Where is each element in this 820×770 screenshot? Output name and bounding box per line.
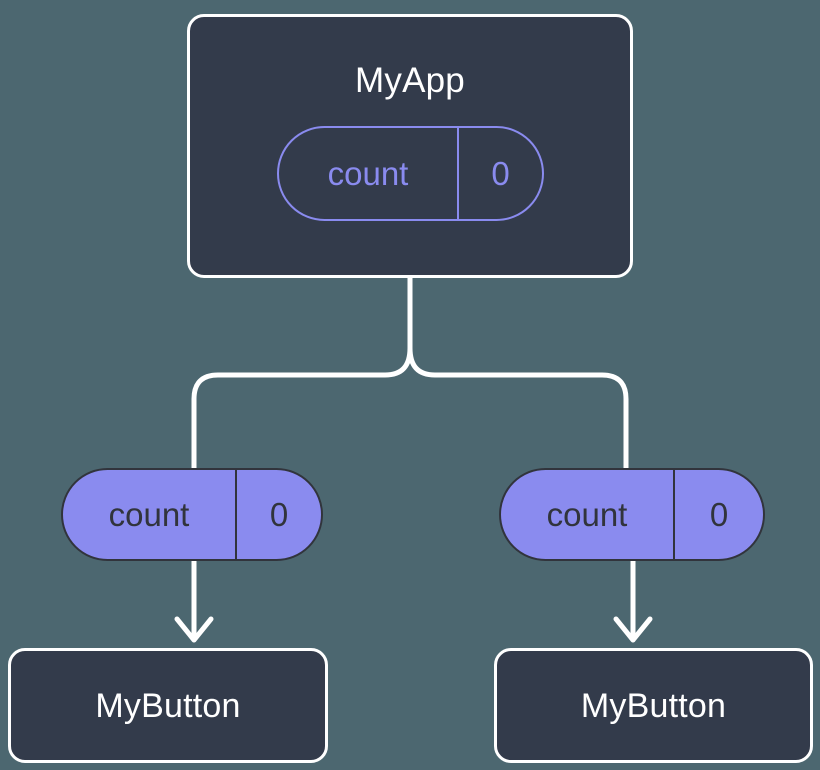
component-title-mybutton-left: MyButton [95, 686, 241, 725]
prop-pill-value: 0 [709, 496, 729, 533]
state-pill-key: count [279, 128, 459, 219]
component-title-mybutton-right: MyButton [580, 686, 727, 725]
prop-pill-key: count [63, 470, 237, 559]
fork-branch-right [407, 345, 629, 473]
prop-pill-left[interactable]: count 0 [61, 468, 323, 561]
prop-pill-key: count [501, 470, 675, 559]
fork-branch-left [191, 274, 413, 473]
state-pill-value: 0 [491, 155, 510, 192]
component-title-myapp: MyApp [355, 61, 465, 100]
prop-arrow-left [174, 561, 214, 643]
component-node-mybutton-left[interactable]: MyButton [8, 648, 328, 763]
prop-pill-right[interactable]: count 0 [499, 468, 765, 561]
component-node-myapp[interactable]: MyApp [187, 14, 633, 278]
component-node-mybutton-right[interactable]: MyButton [494, 648, 813, 763]
prop-pill-value: 0 [269, 496, 289, 533]
state-pill-myapp[interactable]: count 0 [277, 126, 544, 221]
prop-arrow-right [613, 561, 653, 643]
